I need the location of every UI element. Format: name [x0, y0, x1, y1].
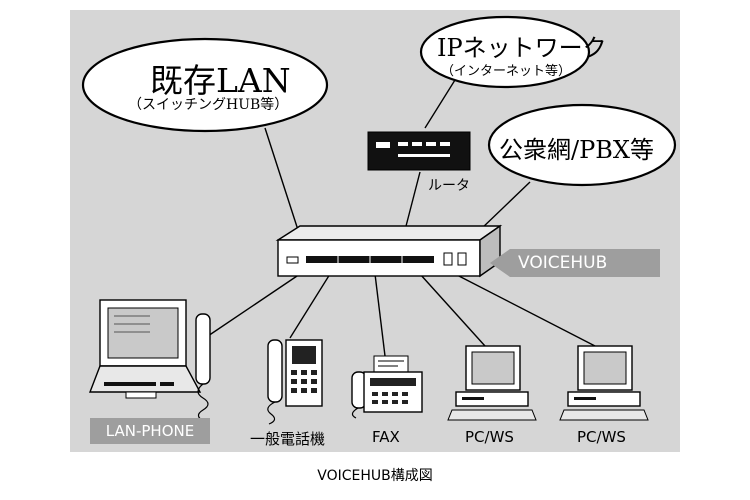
voicehub-tag-arrow: [490, 249, 660, 277]
line-router-hub: [404, 171, 421, 231]
pcws-label-1: PC/WS: [465, 428, 514, 446]
line-lan-hub: [264, 127, 299, 231]
cloud-ip-title: IPネットワーク: [437, 34, 607, 62]
line-hub-pcws1: [419, 273, 486, 347]
telephone-icon: [267, 339, 323, 425]
lan-phone-icon: [88, 299, 211, 423]
voicehub-device-icon: [275, 224, 503, 278]
line-pbx-hub: [479, 181, 531, 231]
telephone-label: 一般電話機: [250, 430, 326, 448]
voicehub-label: VOICEHUB: [518, 253, 608, 273]
router-icon: [367, 131, 471, 171]
cloud-lan-title: 既存LAN: [150, 61, 291, 100]
cloud-ip-subtitle: （インターネット等）: [441, 64, 572, 79]
pcws-label-2: PC/WS: [577, 428, 626, 446]
line-ip-router: [424, 79, 456, 129]
line-hub-pcws2: [454, 273, 596, 347]
router-label: ルータ: [428, 178, 470, 194]
fax-label: FAX: [372, 428, 400, 446]
cloud-public-pbx: [487, 103, 677, 187]
line-hub-lanphone: [204, 273, 301, 339]
lan-phone-label: LAN-PHONE: [90, 418, 210, 444]
pcws-icon-1: [447, 345, 537, 421]
connection-lines: [204, 79, 596, 357]
cloud-existing-lan: [81, 37, 329, 133]
cloud-ip-network: [419, 15, 591, 89]
figure-caption: VOICEHUB構成図: [317, 468, 433, 484]
pcws-icon-2: [559, 345, 649, 421]
fax-icon: [351, 355, 423, 419]
cloud-lan-subtitle: （スイッチングHUB等）: [128, 97, 289, 113]
line-hub-fax: [374, 273, 386, 357]
cloud-pbx-title: 公衆網/PBX等: [499, 136, 654, 164]
line-hub-phone: [289, 273, 331, 339]
